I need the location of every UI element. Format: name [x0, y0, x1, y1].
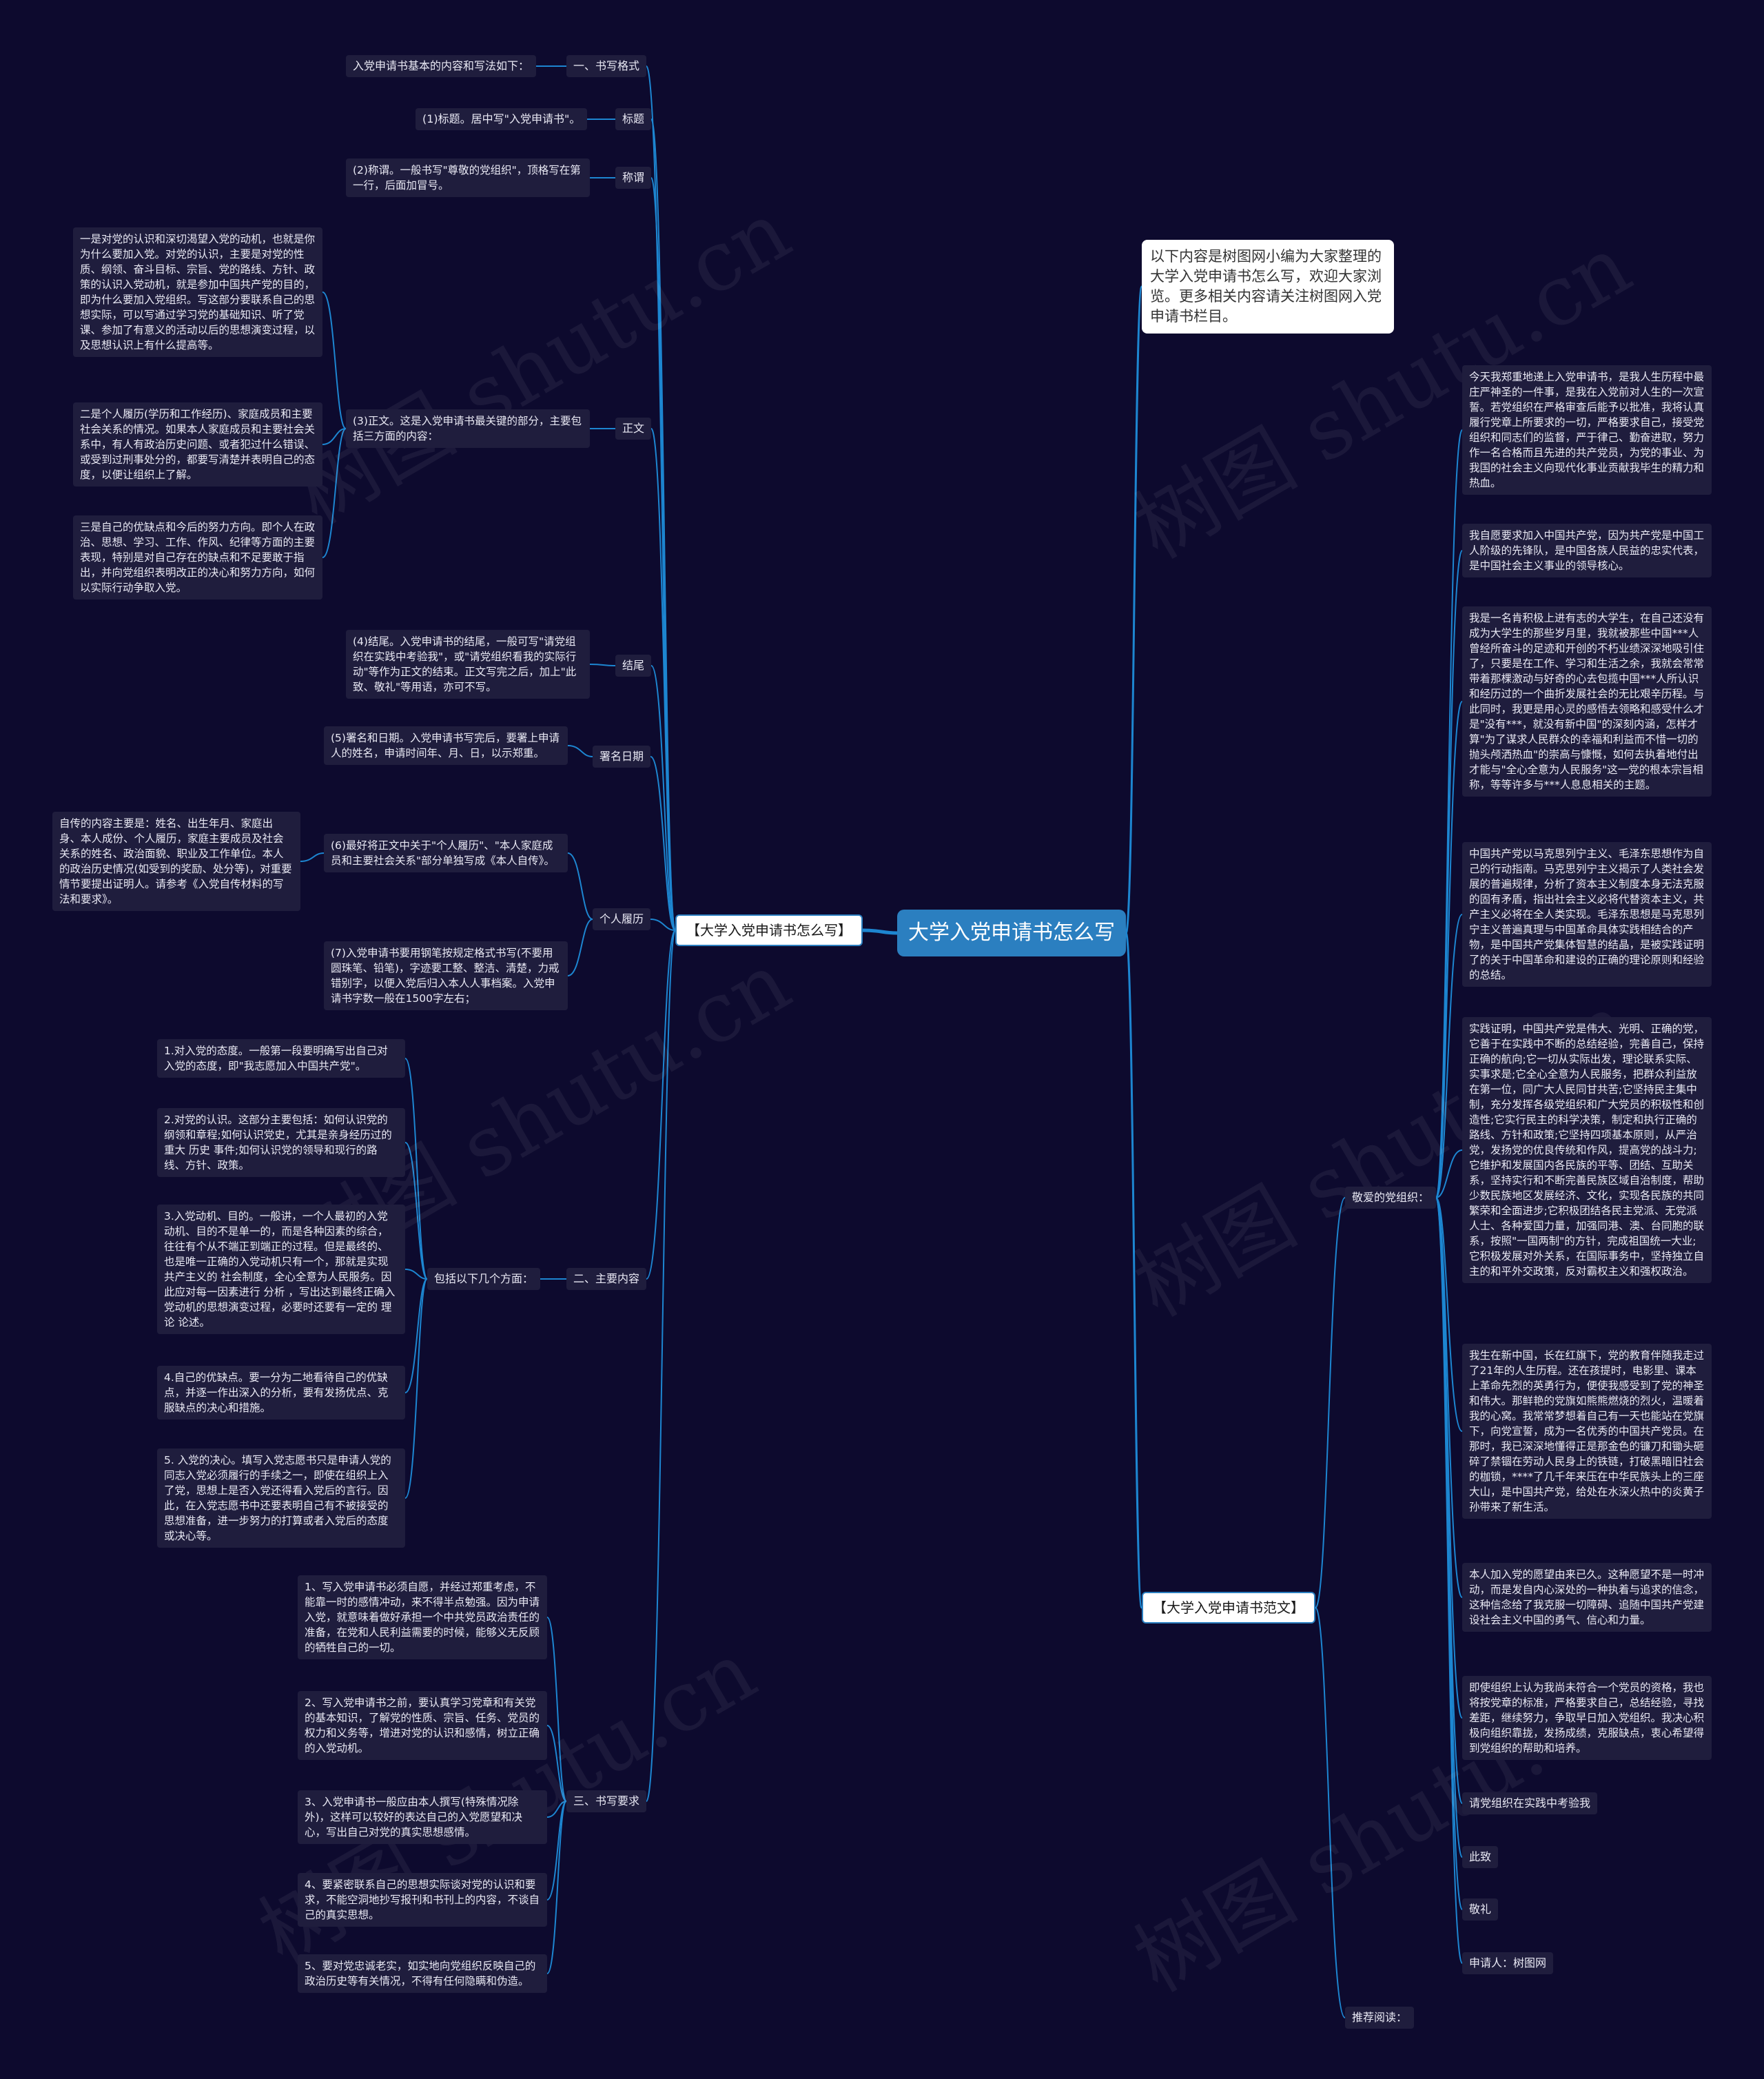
connector	[1435, 701, 1463, 1198]
title-text: (1)标题。居中写"入党申请书"。	[416, 108, 588, 130]
connector	[546, 1801, 567, 1818]
resume-detail-text: 自传的内容主要是：姓名、出生年月、家庭出身、本人成份、个人履历，家庭主要成员及社…	[52, 812, 300, 911]
connector	[1315, 1197, 1346, 1608]
topic-main-content[interactable]: 二、主要内容	[566, 1268, 647, 1290]
main-point: 3.入党动机、目的。一般讲，一个人最初的入党动机、目的不是单一的，而是各种因素的…	[157, 1205, 405, 1334]
essay-paragraph: 今天我郑重地递上入党申请书，是我人生历程中最庄严神圣的一件事，是我在入党前对人生…	[1462, 365, 1712, 495]
connector	[404, 1278, 428, 1499]
format-text: 入党申请书基本的内容和写法如下：	[346, 55, 537, 77]
topic-main-content-sub[interactable]: 包括以下几个方面：	[427, 1268, 541, 1290]
connector	[650, 177, 676, 931]
connector	[322, 428, 347, 558]
essay-signature: 申请人：树图网	[1462, 1952, 1554, 1974]
essay-paragraph: 即使组织上认为我尚未符合一个党员的资格，我也将按党章的标准，严格要求自己，总结经…	[1462, 1676, 1712, 1760]
essay-paragraph: 实践证明，中国共产党是伟大、光明、正确的党，它善于在实践中不断的总结经验，完善自…	[1462, 1017, 1712, 1283]
topic-requirements[interactable]: 三、书写要求	[566, 1790, 647, 1812]
essay-closing: 此致	[1462, 1846, 1499, 1868]
topic-body[interactable]: 正文	[615, 418, 652, 440]
salutation-text: (2)称谓。一般书写"尊敬的党组织"，顶格写在第一行，后面加冒号。	[346, 158, 590, 197]
connector	[404, 1142, 428, 1280]
connector	[300, 852, 325, 862]
topic-salutation[interactable]: 称谓	[615, 167, 652, 189]
connector	[567, 745, 593, 757]
topic-title[interactable]: 标题	[615, 108, 652, 130]
main-point: 5. 入党的决心。填写入党志愿书只是申请人党的同志入党必须履行的手续之一，即使在…	[157, 1448, 405, 1548]
essay-paragraph: 我是一名肯积极上进有志的大学生，在自己还没有成为大学生的那些岁月里，我就被那些中…	[1462, 606, 1712, 797]
main-point: 4.自己的优缺点。要一分为二地看待自己的优缺点，并逐一作出深入的分析，要有发扬优…	[157, 1366, 405, 1420]
requirement-point: 4、要紧密联系自己的思想实际谈对党的认识和要求，不能空洞地抄写报刊和书刊上的内容…	[298, 1873, 547, 1927]
requirement-point: 5、要对党忠诚老实，如实地向党组织反映自己的政治历史等有关情况，不得有任何隐瞒和…	[298, 1954, 547, 1993]
requirement-point: 2、写入党申请书之前，要认真学习党章和有关党的基本知识，了解党的性质、宗旨、任务…	[298, 1691, 547, 1760]
connector	[546, 1617, 567, 1802]
connector	[322, 291, 347, 429]
connector	[646, 930, 676, 1802]
topic-salutation-right[interactable]: 敬爱的党组织：	[1345, 1187, 1437, 1209]
connector	[567, 919, 593, 976]
resume-text: (6)最好将正文中关于"个人履历"、"本人家庭成员和主要社会关系"部分单独写成《…	[324, 834, 568, 872]
essay-paragraph: 本人加入党的愿望由来已久。这种愿望不是一时冲动，而是发自内心深处的一种执着与追求…	[1462, 1563, 1712, 1632]
main-point: 1.对入党的态度。一般第一段要明确写出自己对入党的态度，即"我志愿加入中国共产党…	[157, 1039, 405, 1078]
root-node[interactable]: 大学入党申请书怎么写	[897, 910, 1126, 956]
signature-date-text: (5)署名和日期。入党申请书写完后，要署上申请人的姓名，申请时间年、月、日，以示…	[324, 726, 568, 765]
branch-sample-essay[interactable]: 【大学入党申请书范文】	[1142, 1592, 1315, 1624]
essay-closing: 请党组织在实践中考验我	[1462, 1792, 1598, 1814]
connector	[546, 1801, 567, 1974]
body-point: 三是自己的优缺点和今后的努力方向。即个人在政治、思想、学习、工作、作风、纪律等方…	[73, 515, 322, 600]
connector	[404, 1278, 428, 1393]
connector	[322, 428, 347, 445]
connector	[1435, 1197, 1463, 1432]
essay-closing: 敬礼	[1462, 1898, 1499, 1921]
body-text: (3)正文。这是入党申请书最关键的部分，主要包括三方面的内容：	[346, 409, 590, 448]
connector	[1435, 1197, 1463, 1964]
connector	[650, 428, 676, 931]
connector	[1315, 1607, 1346, 2018]
connector	[862, 928, 898, 935]
body-point: 一是对党的认识和深切渴望入党的动机，也就是你为什么要加入党。对党的认识，主要是对…	[73, 227, 322, 357]
topic-resume[interactable]: 个人履历	[593, 908, 651, 930]
connector	[404, 1058, 428, 1280]
branch-how-to-write[interactable]: 【大学入党申请书怎么写】	[675, 914, 863, 946]
main-point: 2.对党的认识。这部分主要包括：如何认识党的纲领和章程;如何认识党史，尤其是亲身…	[157, 1108, 405, 1177]
resume-text: (7)入党申请书要用钢笔按规定格式书写(不要用圆珠笔、铅笔)，字迹要工整、整洁、…	[324, 941, 568, 1010]
connector	[546, 1725, 567, 1802]
requirement-point: 1、写入党申请书必须自愿，并经过郑重考虑，不能靠一时的感情冲动，来不得半点勉强。…	[298, 1575, 547, 1659]
connector	[589, 664, 616, 666]
requirement-point: 3、入党申请书一般应由本人撰写(特殊情况除外)，这样可以较好的表达自己的入党愿望…	[298, 1790, 547, 1844]
ending-text: (4)结尾。入党申请书的结尾，一般可写"请党组织在实践中考验我"，或"请党组织看…	[346, 630, 590, 699]
topic-signature-date[interactable]: 署名日期	[593, 746, 651, 768]
essay-paragraph: 我生在新中国，长在红旗下，党的教育伴随我走过了21年的人生历程。还在孩提时，电影…	[1462, 1344, 1712, 1519]
connector	[1435, 550, 1463, 1198]
connector	[1125, 932, 1143, 1609]
essay-paragraph: 中国共产党以马克思列宁主义、毛泽东思想作为自己的行动指南。马克思列宁主义揭示了人…	[1462, 842, 1712, 987]
connector	[567, 852, 593, 920]
topic-recommend[interactable]: 推荐阅读：	[1345, 2007, 1415, 2029]
connector	[404, 1269, 428, 1280]
connector	[650, 919, 676, 931]
topic-ending[interactable]: 结尾	[615, 655, 652, 677]
intro-note: 以下内容是树图网小编为大家整理的大学入党申请书怎么写，欢迎大家浏览。更多相关内容…	[1142, 240, 1394, 334]
topic-format[interactable]: 一、书写格式	[566, 55, 647, 77]
connector	[646, 930, 676, 1280]
connector	[1435, 1149, 1463, 1198]
essay-paragraph: 我自愿要求加入中国共产党，因为共产党是中国工人阶级的先锋队，是中国各族人民益的忠…	[1462, 524, 1712, 577]
connector	[1125, 285, 1143, 934]
connector	[1435, 914, 1463, 1198]
connector	[650, 665, 676, 931]
body-point: 二是个人履历(学历和工作经历)、家庭成员和主要社会关系的情况。如果本人家庭成员和…	[73, 402, 322, 487]
connector	[650, 756, 676, 931]
